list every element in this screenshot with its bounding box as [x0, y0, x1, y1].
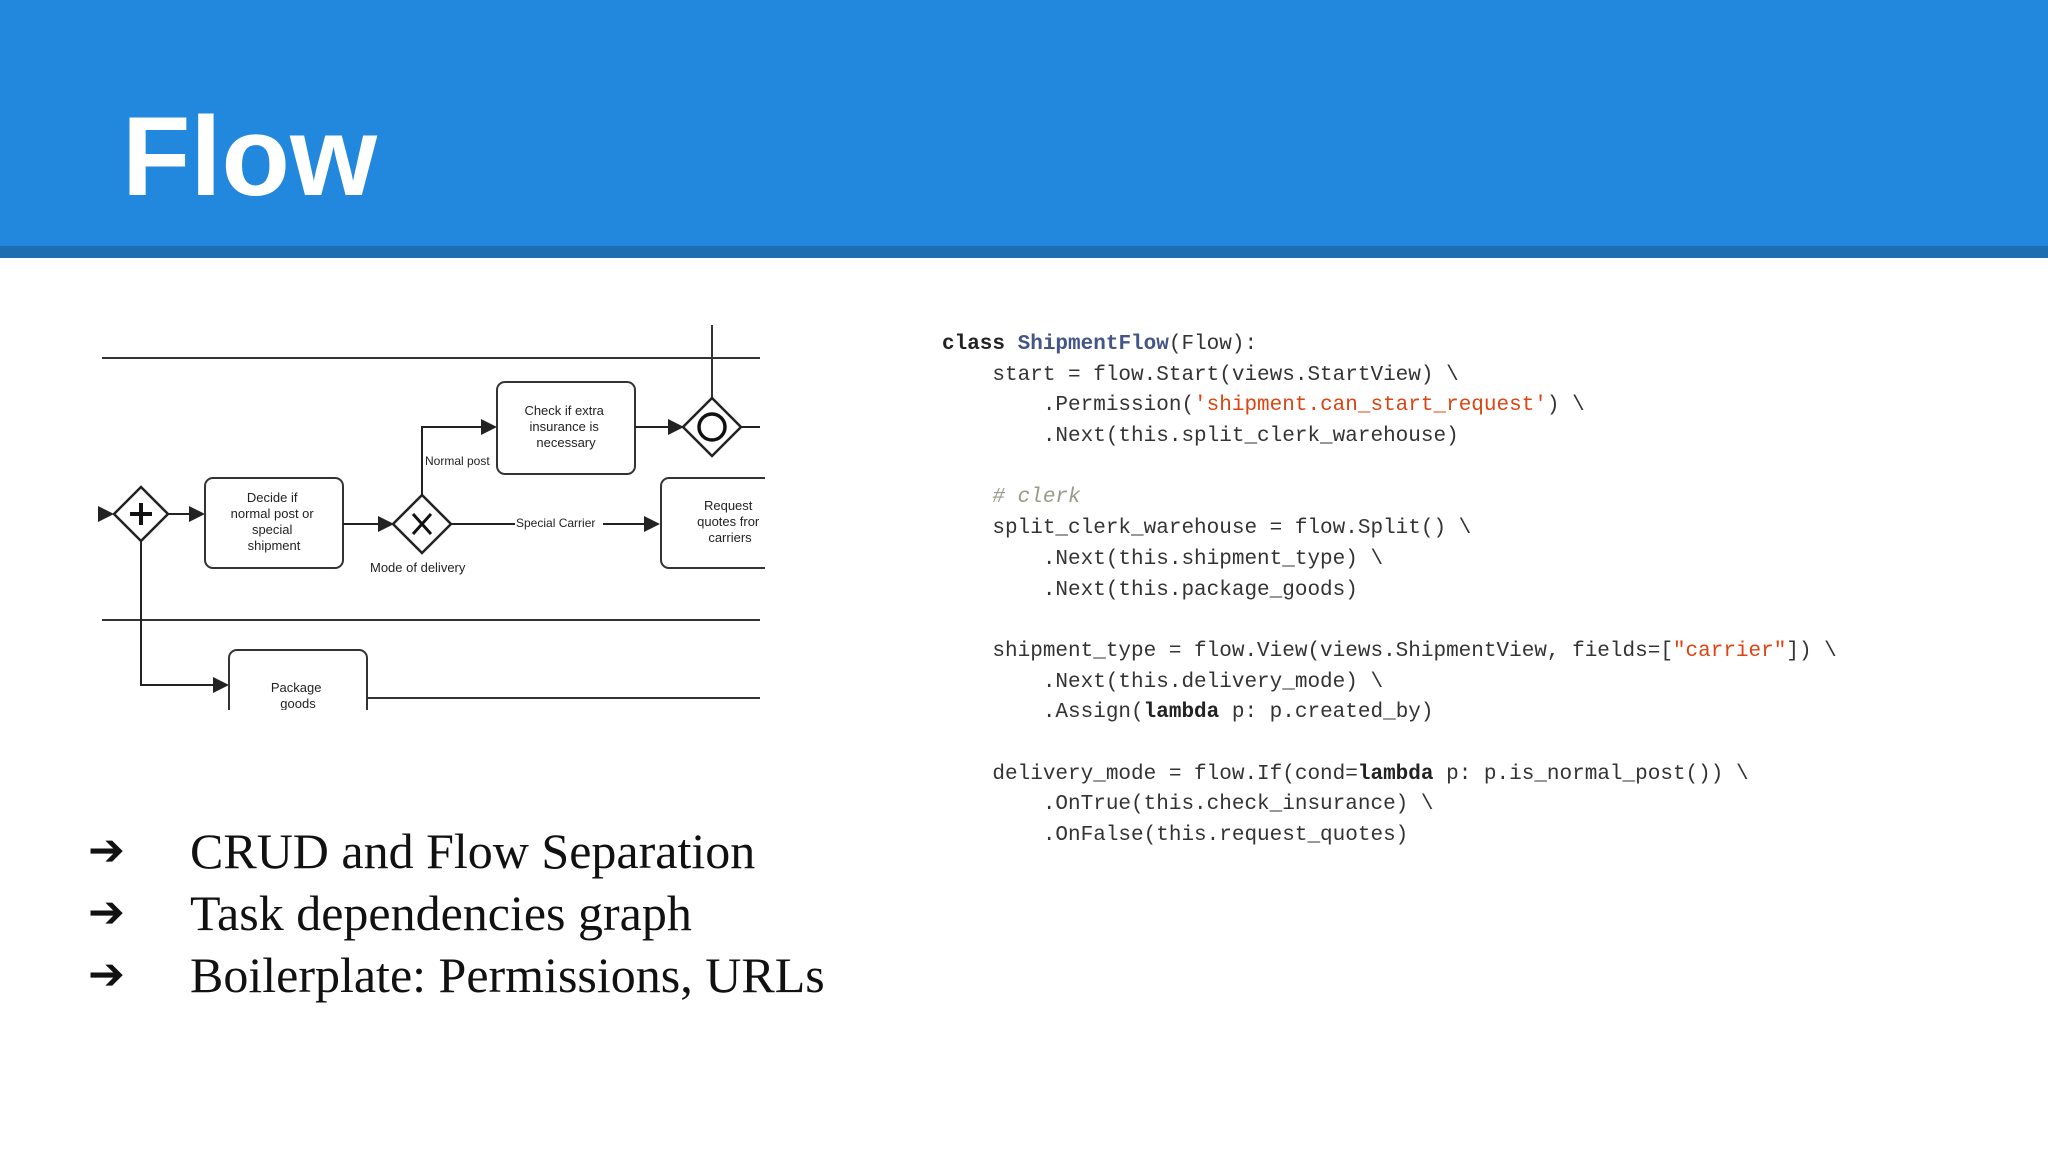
bullet-item: ➔ CRUD and Flow Separation	[88, 820, 988, 882]
request-task-label-3: carriers	[708, 530, 752, 545]
code-token: .OnFalse(this.request_quotes)	[942, 824, 1409, 847]
request-quotes-task	[660, 477, 765, 569]
code-line	[942, 606, 2022, 637]
code-token: .Next(this.delivery_mode) \	[942, 670, 1384, 694]
decide-task-label-3: special	[252, 522, 293, 537]
code-snippet: class ShipmentFlow(Flow): start = flow.S…	[942, 330, 2022, 852]
package-goods-task	[228, 649, 368, 710]
code-token: p: p.created_by)	[1219, 701, 1434, 725]
decide-task-label-4: shipment	[248, 538, 301, 553]
arrow-right-icon: ➔	[88, 949, 125, 1000]
code-line: .Next(this.package_goods)	[942, 576, 2022, 607]
code-line: split_clerk_warehouse = flow.Split() \	[942, 514, 2022, 545]
code-line: shipment_type = flow.View(views.Shipment…	[942, 637, 2022, 668]
flow-to-package	[140, 541, 229, 693]
code-token: lambda	[1143, 701, 1220, 725]
flow-normal-post	[421, 419, 497, 495]
code-token: ) \	[1546, 394, 1585, 418]
code-token: split_clerk_warehouse = flow.Split() \	[942, 517, 1472, 541]
code-token: # clerk	[992, 486, 1081, 510]
code-token: start = flow.Start(views.StartView) \	[942, 363, 1459, 387]
check-task-label-2: insurance is	[530, 419, 600, 434]
code-token: .Next(this.split_clerk_warehouse)	[942, 425, 1459, 449]
code-line: .Next(this.split_clerk_warehouse)	[942, 422, 2022, 453]
normal-post-label: Normal post	[425, 454, 490, 468]
arrow-right-icon: ➔	[88, 887, 125, 938]
check-task-label-3: necessary	[536, 435, 596, 450]
code-token: .OnTrue(this.check_insurance) \	[942, 793, 1434, 817]
code-line: delivery_mode = flow.If(cond=lambda p: p…	[942, 760, 2022, 791]
parallel-gateway	[112, 485, 170, 543]
special-carrier-label: Special Carrier	[516, 516, 595, 530]
bullet-text: Task dependencies graph	[190, 885, 692, 941]
code-token: .Permission(	[942, 394, 1195, 418]
package-task-label-1: Package	[271, 680, 322, 695]
code-line: .OnFalse(this.request_quotes)	[942, 821, 2022, 852]
request-task-label-1: Request	[704, 498, 753, 513]
svg-text:Decide if normal post or: Decide if normal post or special shipmen…	[231, 490, 318, 553]
code-token: ShipmentFlow	[1017, 333, 1169, 356]
code-line: class ShipmentFlow(Flow):	[942, 330, 2022, 361]
code-line: .Next(this.delivery_mode) \	[942, 668, 2022, 699]
arrow-right-icon: ➔	[88, 825, 125, 876]
code-line: .Permission('shipment.can_start_request'…	[942, 391, 2022, 422]
code-line: start = flow.Start(views.StartView) \	[942, 361, 2022, 392]
code-token: .Next(this.package_goods)	[942, 578, 1358, 602]
code-line: .OnTrue(this.check_insurance) \	[942, 790, 2022, 821]
title-bar	[0, 0, 2048, 246]
decide-task-label-2: normal post or	[231, 506, 315, 521]
check-task-label-1: Check if extra	[524, 403, 604, 418]
request-task-label-2: quotes fror	[697, 514, 760, 529]
code-token: lambda	[1357, 762, 1434, 786]
code-token: shipment_type = flow.View(views.Shipment…	[942, 639, 1673, 663]
bpmn-diagram: Decide if normal post or special shipmen…	[95, 320, 765, 710]
mode-of-delivery-label: Mode of delivery	[370, 560, 466, 575]
code-token	[942, 486, 992, 509]
bullet-text: CRUD and Flow Separation	[190, 823, 756, 879]
slide-title: Flow	[122, 94, 378, 219]
code-token: (Flow):	[1168, 333, 1258, 356]
code-token: 'shipment.can_start_request'	[1194, 394, 1547, 418]
code-token: "carrier"	[1672, 639, 1787, 663]
title-bar-underline	[0, 246, 2048, 258]
svg-text:Request quotes fror: Request quotes fror carriers	[697, 498, 763, 545]
exclusive-gateway	[391, 493, 453, 555]
code-line	[942, 453, 2022, 484]
code-line	[942, 729, 2022, 760]
code-token: .Assign(	[942, 701, 1144, 725]
bullet-list: ➔ CRUD and Flow Separation ➔ Task depend…	[88, 820, 988, 1006]
svg-text:Package goods: Package goods	[271, 680, 325, 710]
decide-task-label-1: Decide if	[247, 490, 298, 505]
special-carrier-label-bg	[515, 515, 603, 531]
bullet-item: ➔ Task dependencies graph	[88, 882, 988, 944]
svg-text:Check if extra insurance: Check if extra insurance is necessary	[524, 403, 607, 450]
bullet-text: Boilerplate: Permissions, URLs	[190, 947, 825, 1003]
bullet-item: ➔ Boilerplate: Permissions, URLs	[88, 944, 988, 1006]
code-token: p: p.is_normal_post()) \	[1433, 762, 1749, 786]
event-gateway	[681, 396, 743, 458]
code-line: # clerk	[942, 483, 2022, 514]
code-token: class	[942, 333, 1018, 356]
code-line: .Next(this.shipment_type) \	[942, 545, 2022, 576]
code-token: .Next(this.shipment_type) \	[942, 547, 1384, 571]
code-token: ]) \	[1786, 639, 1837, 663]
code-token: delivery_mode = flow.If(cond=	[942, 762, 1358, 786]
package-task-label-2: goods	[280, 696, 316, 710]
code-line: .Assign(lambda p: p.created_by)	[942, 698, 2022, 729]
